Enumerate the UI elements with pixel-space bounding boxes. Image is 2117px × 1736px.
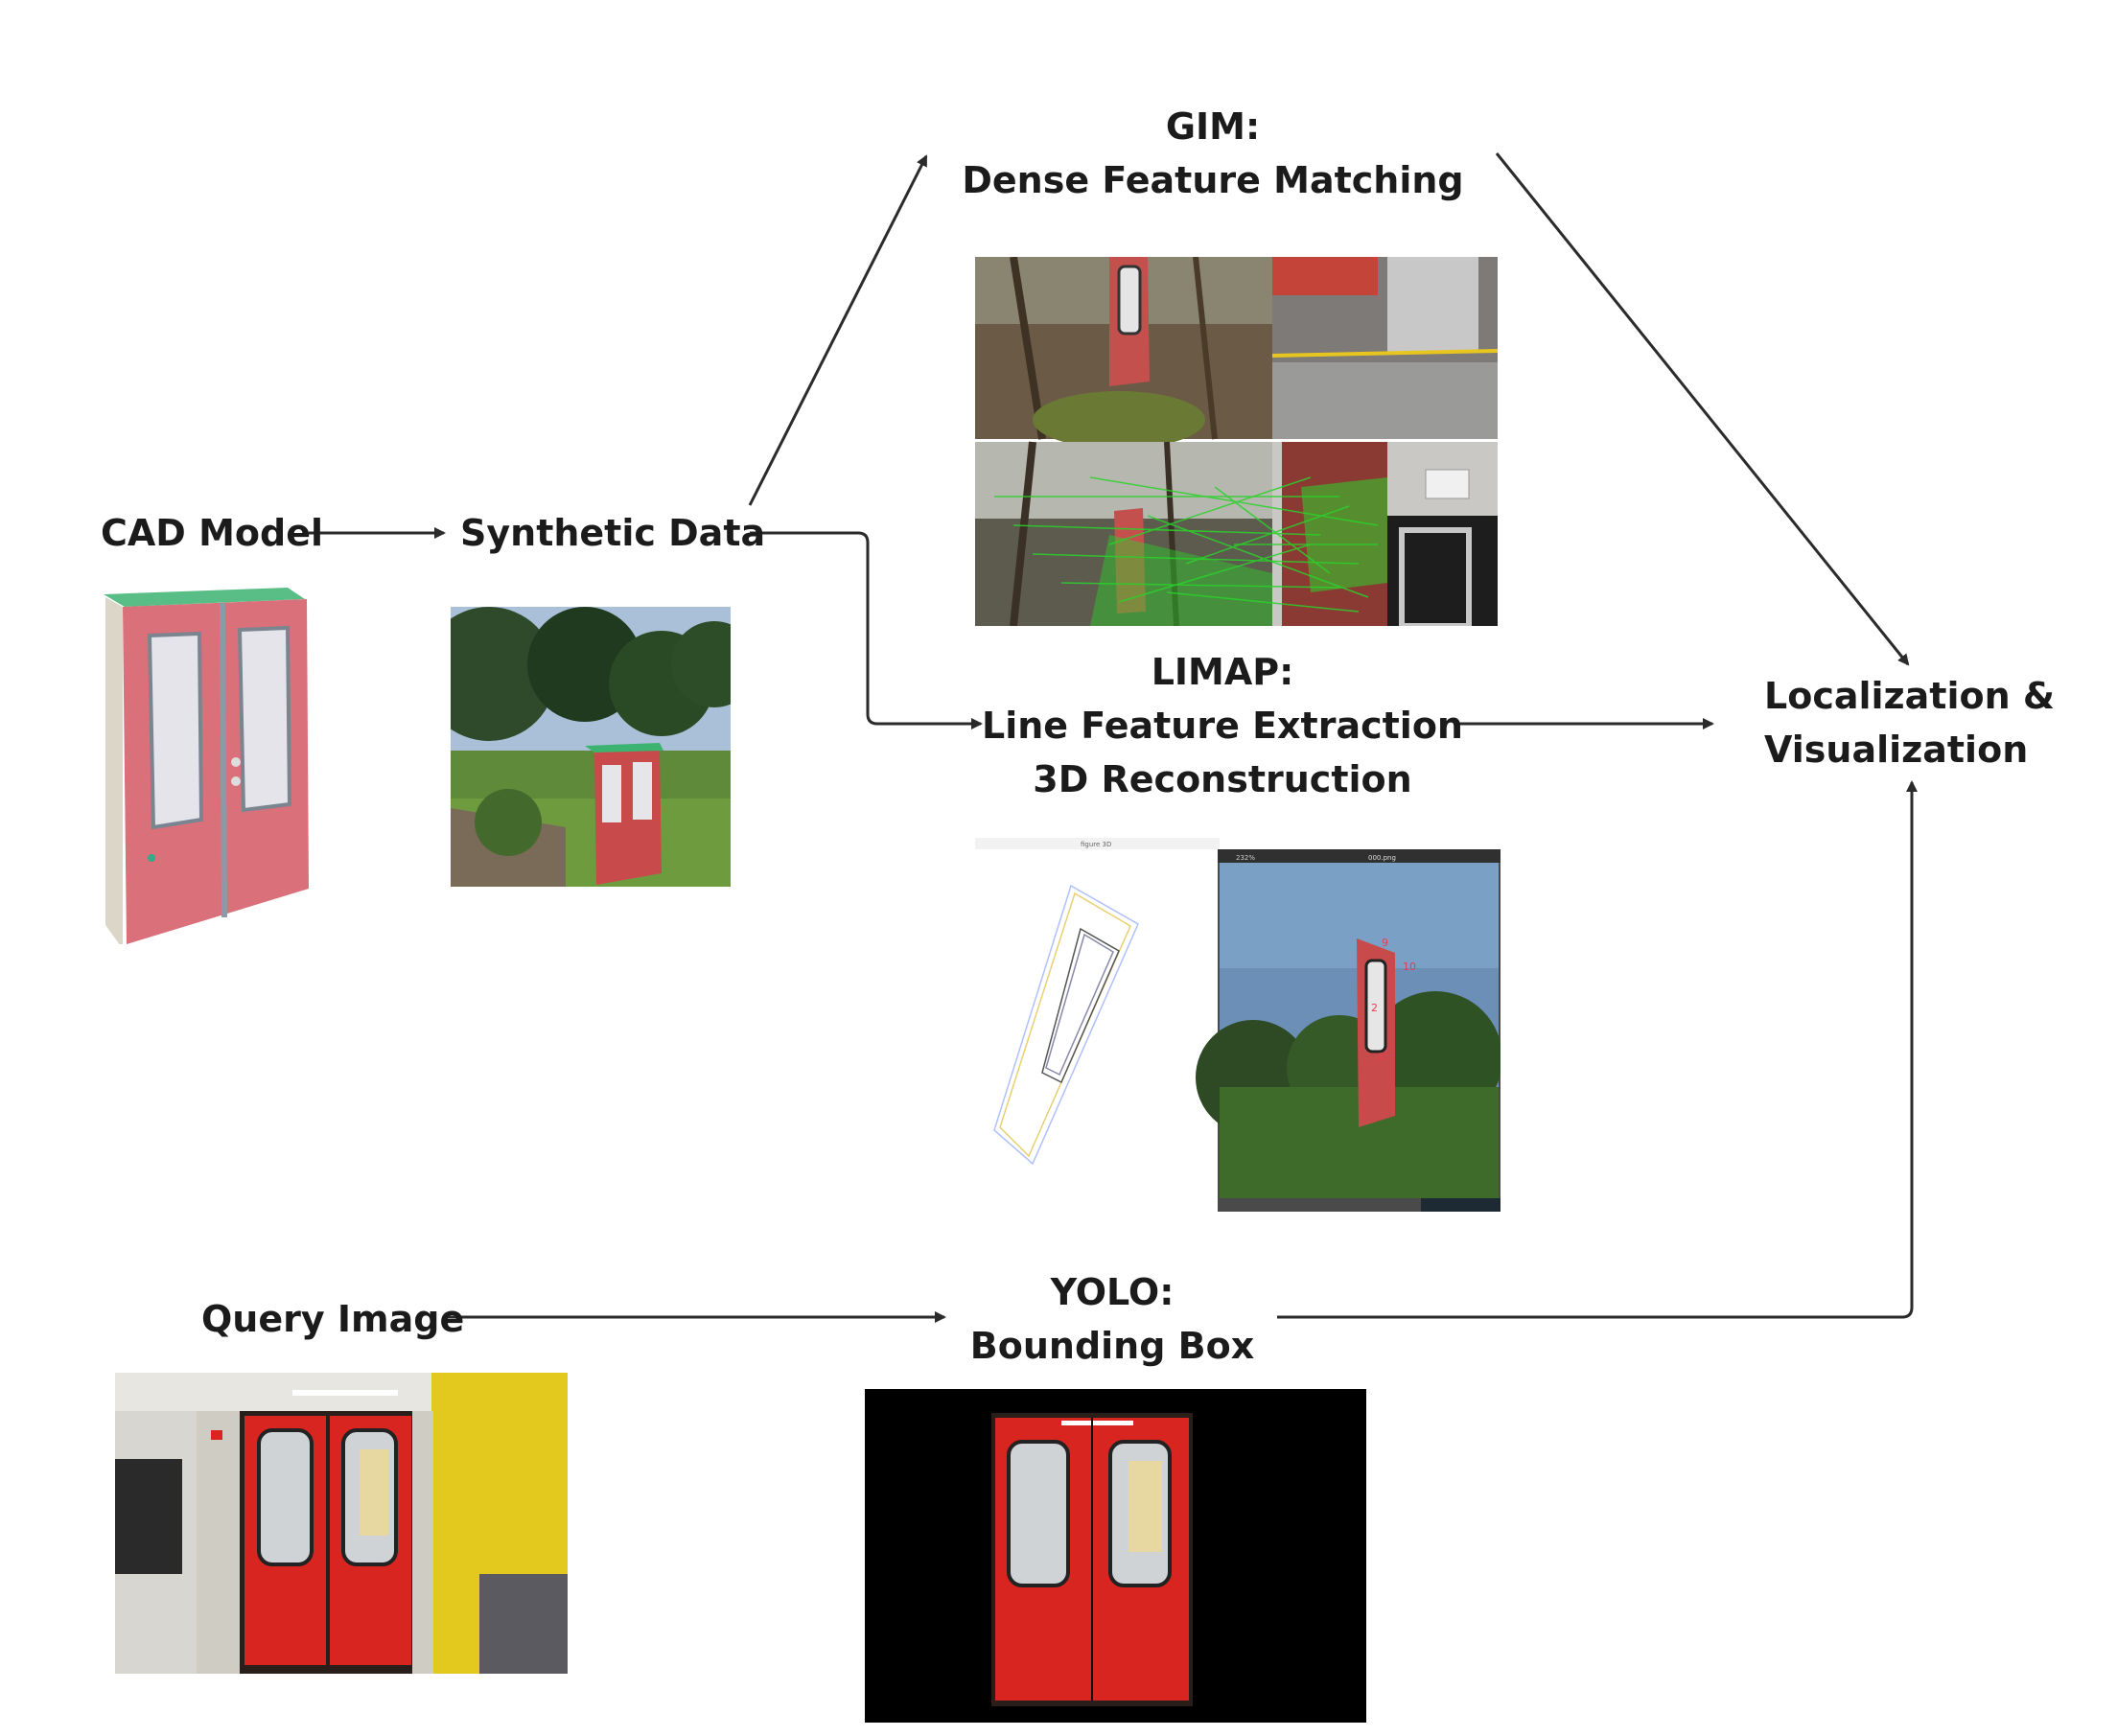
limap-image-window-title: 000.png <box>1368 854 1396 862</box>
cad-model-image <box>104 588 309 944</box>
synthetic-data-image <box>451 607 731 887</box>
arrow-synthetic-to-limap <box>750 531 983 729</box>
query-image-label: Query Image <box>201 1298 465 1340</box>
arrow-synthetic-to-gim <box>748 154 928 506</box>
limap-label: LIMAP: Line Feature Extraction 3D Recons… <box>982 651 1463 800</box>
limap-point-label: 8 <box>1378 1051 1384 1063</box>
limap-reconstruction-image: figure 3D 232% 000.png 9 10 2 8 <box>975 838 1501 1212</box>
limap-point-label: 2 <box>1371 1002 1378 1014</box>
gim-label: GIM: Dense Feature Matching <box>962 105 1464 201</box>
gim-matching-image <box>975 257 1498 626</box>
synthetic-data-label: Synthetic Data <box>460 512 766 554</box>
arrow-yolo-to-localization <box>1277 780 1918 1319</box>
limap-zoom-readout: 232% <box>1236 854 1255 862</box>
localization-label: Localization & Visualization <box>1764 675 2056 771</box>
yolo-detection-image <box>865 1389 1366 1723</box>
limap-point-label: 9 <box>1382 937 1388 949</box>
limap-3d-window-title: figure 3D <box>1081 841 1111 848</box>
arrow-gim-to-localization <box>1495 152 1910 666</box>
yolo-label: YOLO: Bounding Box <box>969 1271 1255 1367</box>
cad-model-label: CAD Model <box>101 512 323 554</box>
limap-point-label: 10 <box>1403 961 1416 973</box>
query-image <box>115 1373 568 1674</box>
